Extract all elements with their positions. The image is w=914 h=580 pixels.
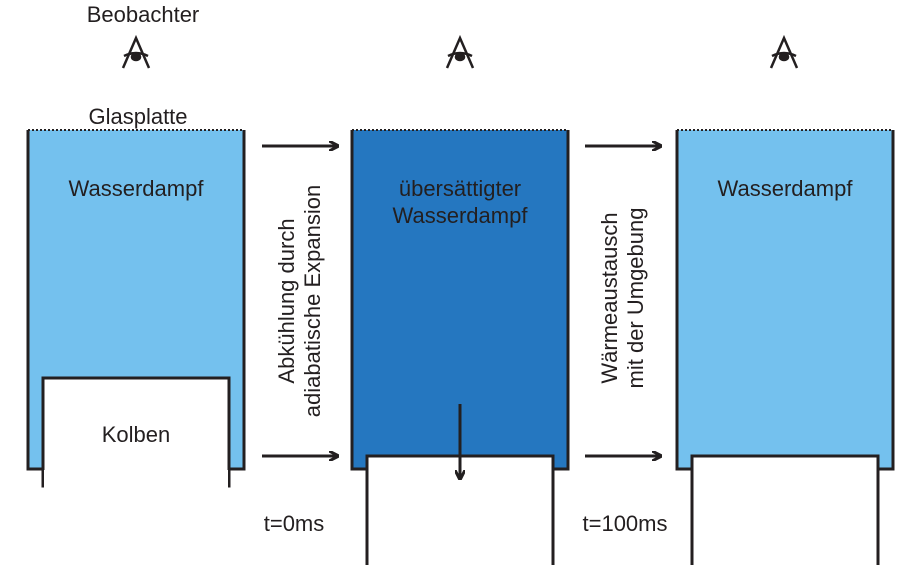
piston — [690, 454, 880, 565]
piston-label: Kolben — [102, 422, 171, 447]
chamber-content-label: Wasserdampf — [718, 176, 854, 201]
transition-2: Wärmeaustausch mit der Umgebung t=100ms — [583, 146, 668, 536]
observer-eye-icon — [445, 34, 475, 69]
glass-plate-label: Glasplatte — [88, 104, 187, 129]
transition-label: Wärmeaustausch — [597, 212, 622, 383]
observer-eye-icon — [121, 34, 151, 69]
observer-eye-icon — [769, 34, 799, 69]
chamber-content-label: übersättigter — [399, 176, 521, 201]
time-label: t=0ms — [264, 511, 325, 536]
chamber-1: Wasserdampf Kolben — [26, 129, 246, 490]
transition-label: mit der Umgebung — [623, 208, 648, 389]
chamber-3: Wasserdampf — [675, 129, 895, 565]
transition-label: adiabatische Expansion — [300, 185, 325, 417]
transition-1: Abkühlung durch adiabatische Expansion t… — [262, 146, 338, 536]
piston — [41, 376, 231, 488]
chamber-content-label: Wasserdampf — [69, 176, 205, 201]
time-label: t=100ms — [583, 511, 668, 536]
chamber-2: übersättigter Wasserdampf — [350, 129, 570, 565]
transition-label: Abkühlung durch — [274, 218, 299, 383]
chamber-content-label: Wasserdampf — [393, 203, 529, 228]
observer-label: Beobachter — [87, 2, 200, 27]
